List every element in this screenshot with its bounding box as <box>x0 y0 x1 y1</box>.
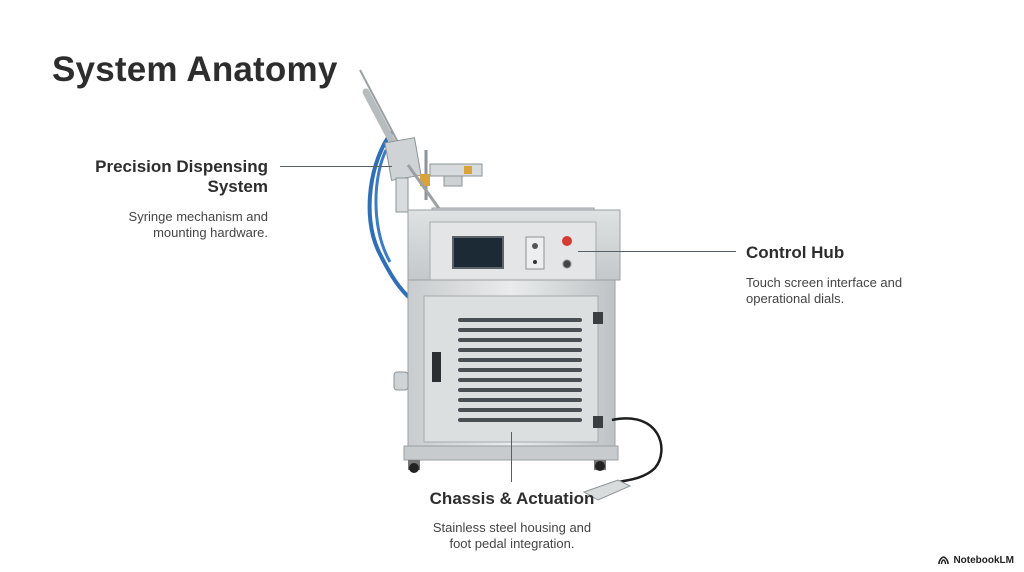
brand-label: NotebookLM <box>953 555 1014 566</box>
leader-line-chassis <box>511 432 512 482</box>
blue-air-hose-2 <box>374 149 392 263</box>
dispensing-machine-illustration <box>359 69 663 501</box>
ventilation-slots <box>458 318 582 422</box>
callout-chassis-actuation: Chassis & Actuation Stainless steel hous… <box>402 489 622 552</box>
operational-dial <box>562 259 572 269</box>
callout-precision-dispensing: Precision Dispensing System Syringe mech… <box>38 157 268 241</box>
callout-description: Stainless steel housing and foot pedal i… <box>432 520 592 551</box>
callout-title: Chassis & Actuation <box>429 489 595 508</box>
callout-title: Control Hub <box>746 243 845 262</box>
callout-description: Syringe mechanism and mounting hardware. <box>128 209 268 240</box>
page-title: System Anatomy <box>52 50 338 89</box>
touch-screen <box>452 236 504 269</box>
pedal-cable <box>611 417 663 484</box>
red-indicator-button <box>562 236 572 246</box>
door-handle <box>432 352 441 382</box>
foot-pedal <box>582 479 632 501</box>
leader-line-dispensing <box>280 166 392 167</box>
notebooklm-logo-icon <box>938 556 950 565</box>
callout-control-hub: Control Hub Touch screen interface and o… <box>746 243 976 307</box>
leader-line-control <box>578 251 736 252</box>
callout-title: Precision Dispensing System <box>95 157 268 196</box>
blue-air-hose <box>367 130 414 302</box>
brand-watermark: NotebookLM <box>938 555 1014 566</box>
callout-description: Touch screen interface and operational d… <box>746 275 903 306</box>
